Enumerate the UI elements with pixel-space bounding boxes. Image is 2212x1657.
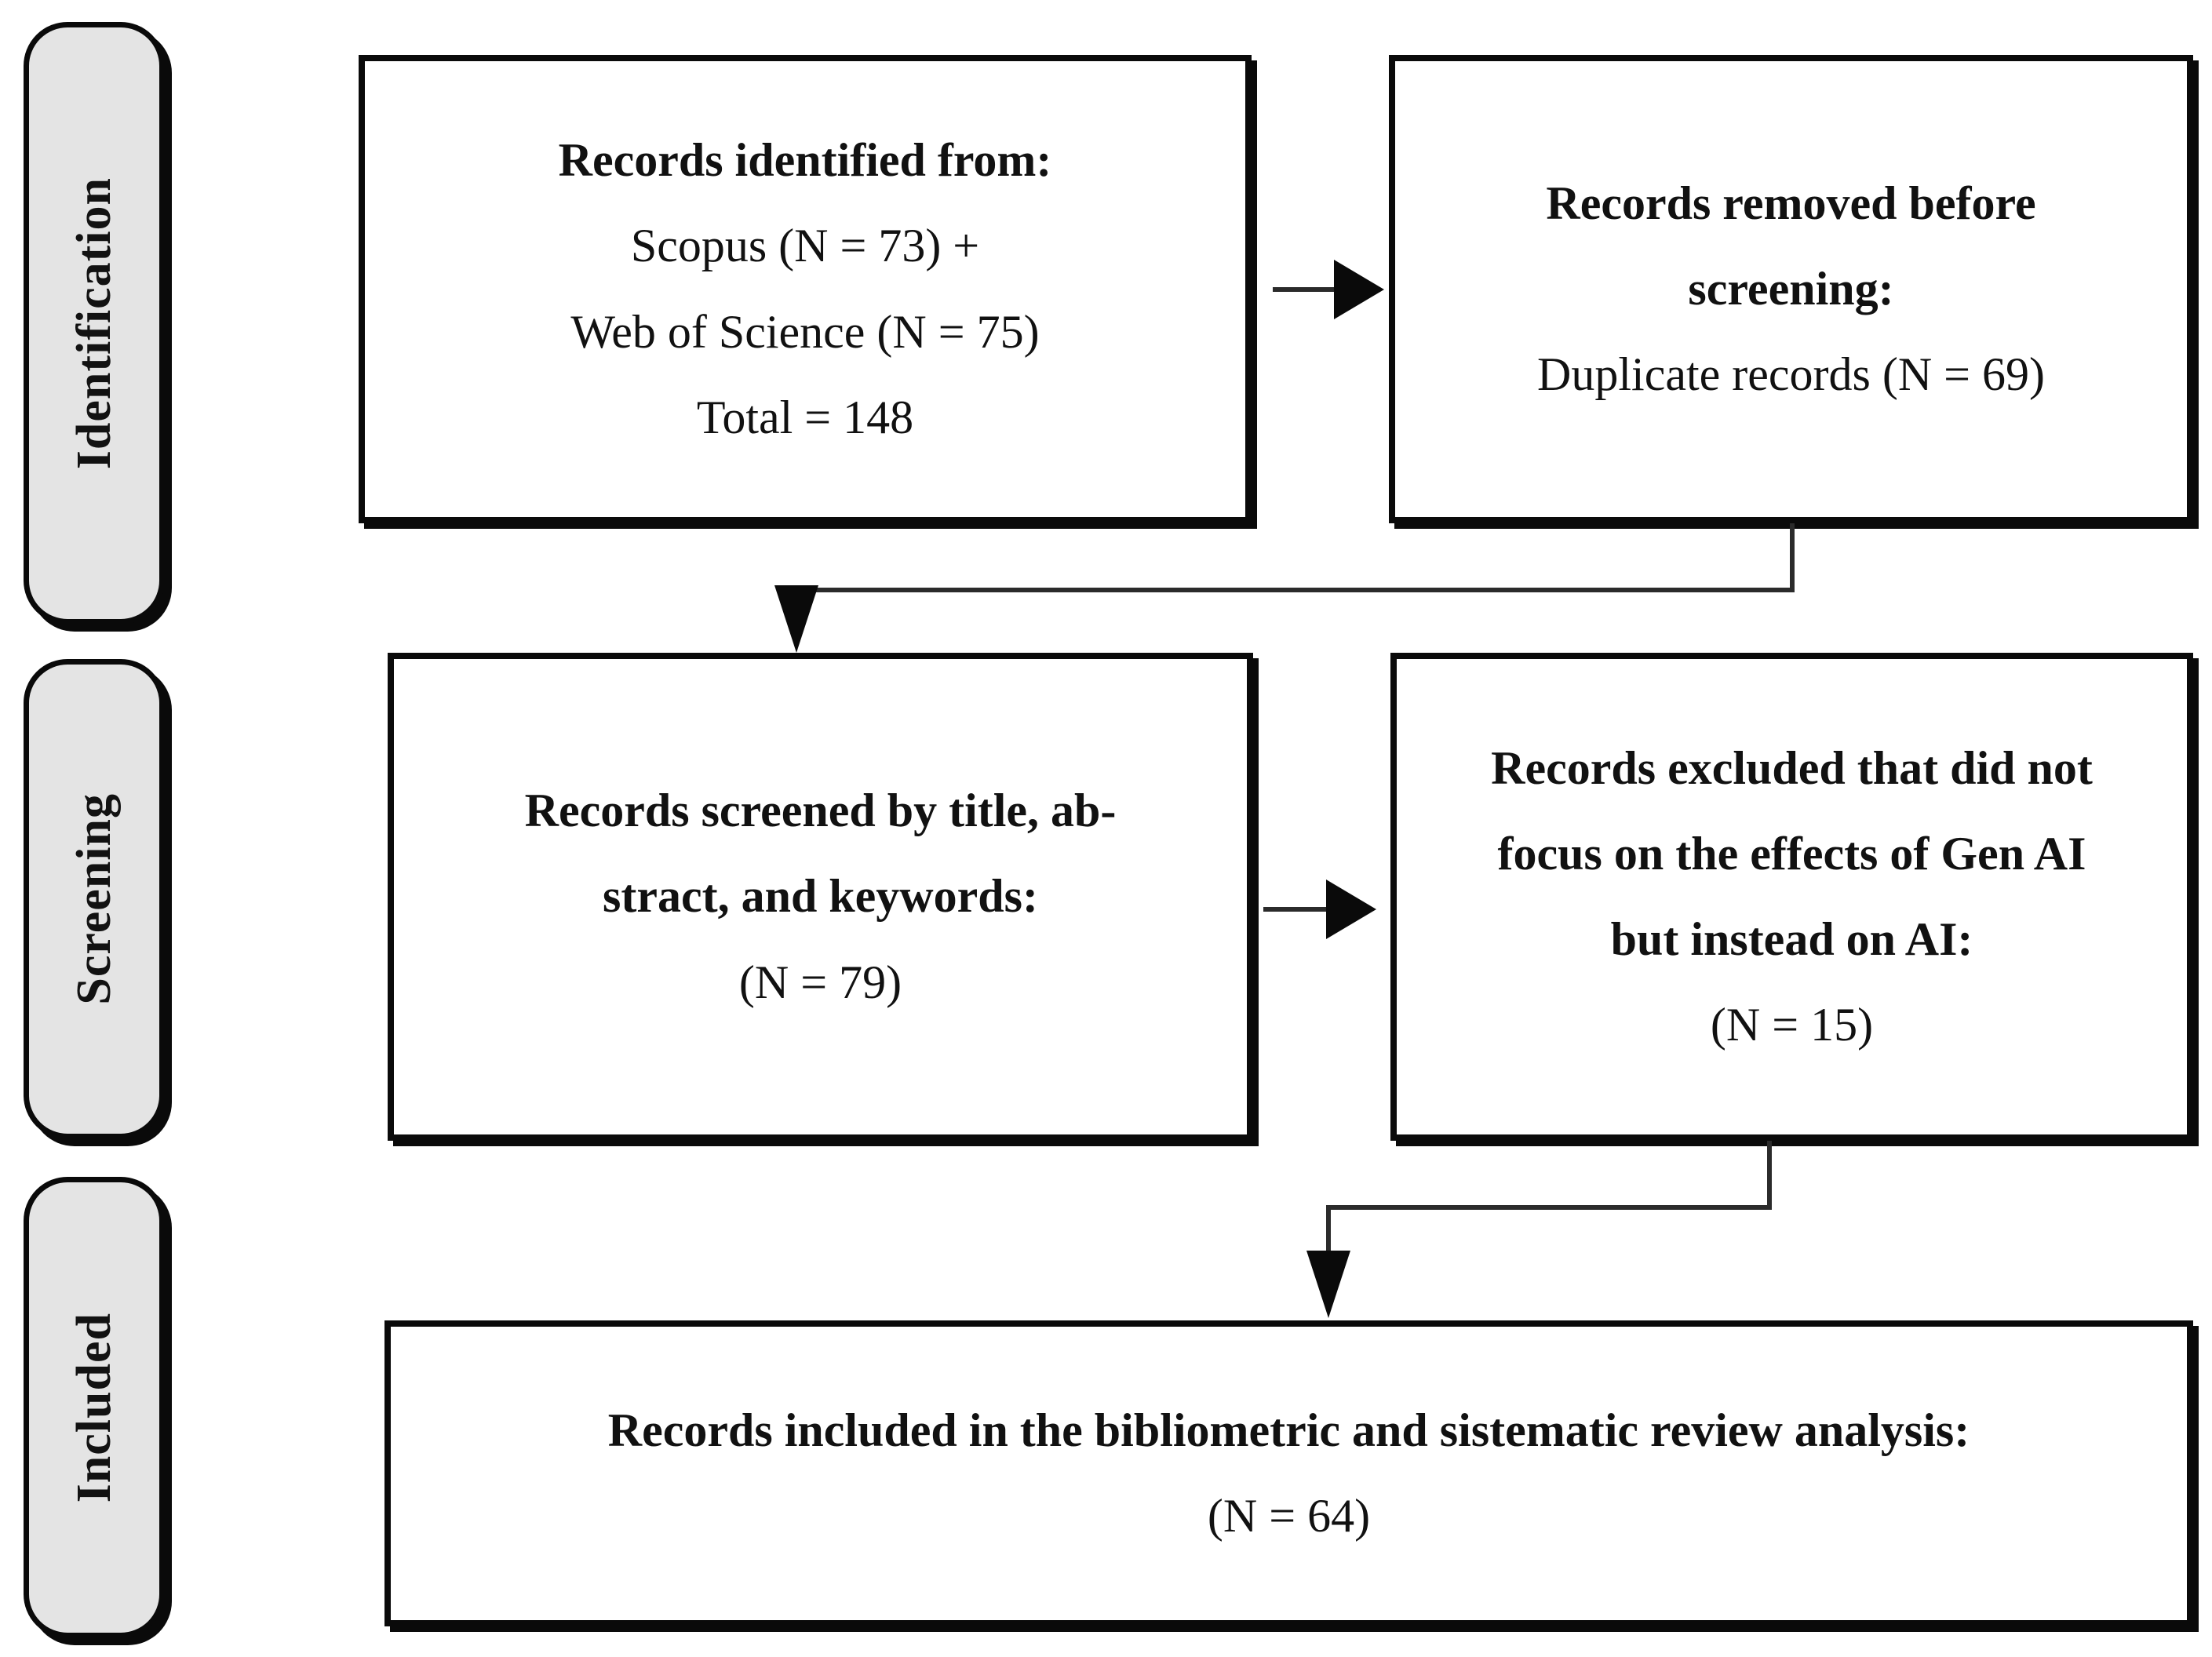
arrowhead-down-icon (774, 585, 818, 653)
arrowhead-down-icon (1306, 1251, 1350, 1318)
box-line: Web of Science (N = 75) (570, 305, 1040, 358)
box-records-excluded: Records excluded that did not focus on t… (1390, 653, 2193, 1141)
stage-pill-screening: Screening (24, 659, 165, 1139)
box-line: but instead on AI: (1610, 913, 1973, 965)
box-records-included: Records included in the bibliometric and… (384, 1320, 2193, 1626)
box-line: Records included in the bibliometric and… (607, 1404, 1970, 1456)
arrowhead-right-icon (1326, 879, 1376, 939)
box-records-screened: Records screened by title, ab- stract, a… (388, 653, 1253, 1141)
box-records-removed: Records removed before screening: Duplic… (1389, 55, 2193, 523)
box-line: Duplicate records (N = 69) (1537, 348, 2045, 401)
box-line: focus on the effects of Gen AI (1497, 827, 2086, 879)
box-line: Records removed before (1546, 177, 2036, 229)
box-line: screening: (1688, 262, 1894, 315)
box-line: (N = 15) (1710, 999, 1874, 1051)
box-line: Records screened by title, ab- (524, 785, 1117, 837)
box-line: (N = 64) (1207, 1490, 1371, 1542)
box-line: Records excluded that did not (1491, 741, 2093, 794)
box-line: (N = 79) (738, 956, 902, 1008)
arrowhead-right-icon (1334, 260, 1384, 319)
connector-shaft (1326, 1205, 1772, 1210)
box-records-screened-lines: Records screened by title, ab- stract, a… (417, 768, 1223, 1025)
connector-shaft (794, 588, 799, 640)
connector-shaft (1273, 287, 1359, 292)
stage-label-identification: Identification (67, 177, 121, 470)
connector-shaft (794, 588, 1795, 592)
connector-shaft (1263, 907, 1350, 912)
box-records-excluded-lines: Records excluded that did not focus on t… (1420, 726, 2163, 1069)
stage-label-screening: Screening (67, 793, 121, 1005)
box-line: stract, and keywords: (603, 870, 1038, 923)
box-line: Scopus (N = 73) + (630, 220, 980, 272)
box-records-identified-lines: Records identified from: Scopus (N = 73)… (388, 118, 1222, 461)
stage-label-included: Included (67, 1312, 121, 1503)
box-records-included-lines: Records included in the bibliometric and… (414, 1388, 2163, 1559)
box-line: Total = 148 (696, 391, 914, 443)
stage-pill-included: Included (24, 1177, 165, 1638)
box-line: Records identified from: (558, 134, 1052, 187)
connector-shaft (1790, 523, 1795, 592)
box-records-removed-lines: Records removed before screening: Duplic… (1419, 161, 2163, 418)
box-records-identified: Records identified from: Scopus (N = 73)… (359, 55, 1252, 523)
stage-pill-identification: Identification (24, 22, 165, 625)
connector-shaft (1326, 1205, 1331, 1282)
connector-shaft (1767, 1141, 1772, 1210)
